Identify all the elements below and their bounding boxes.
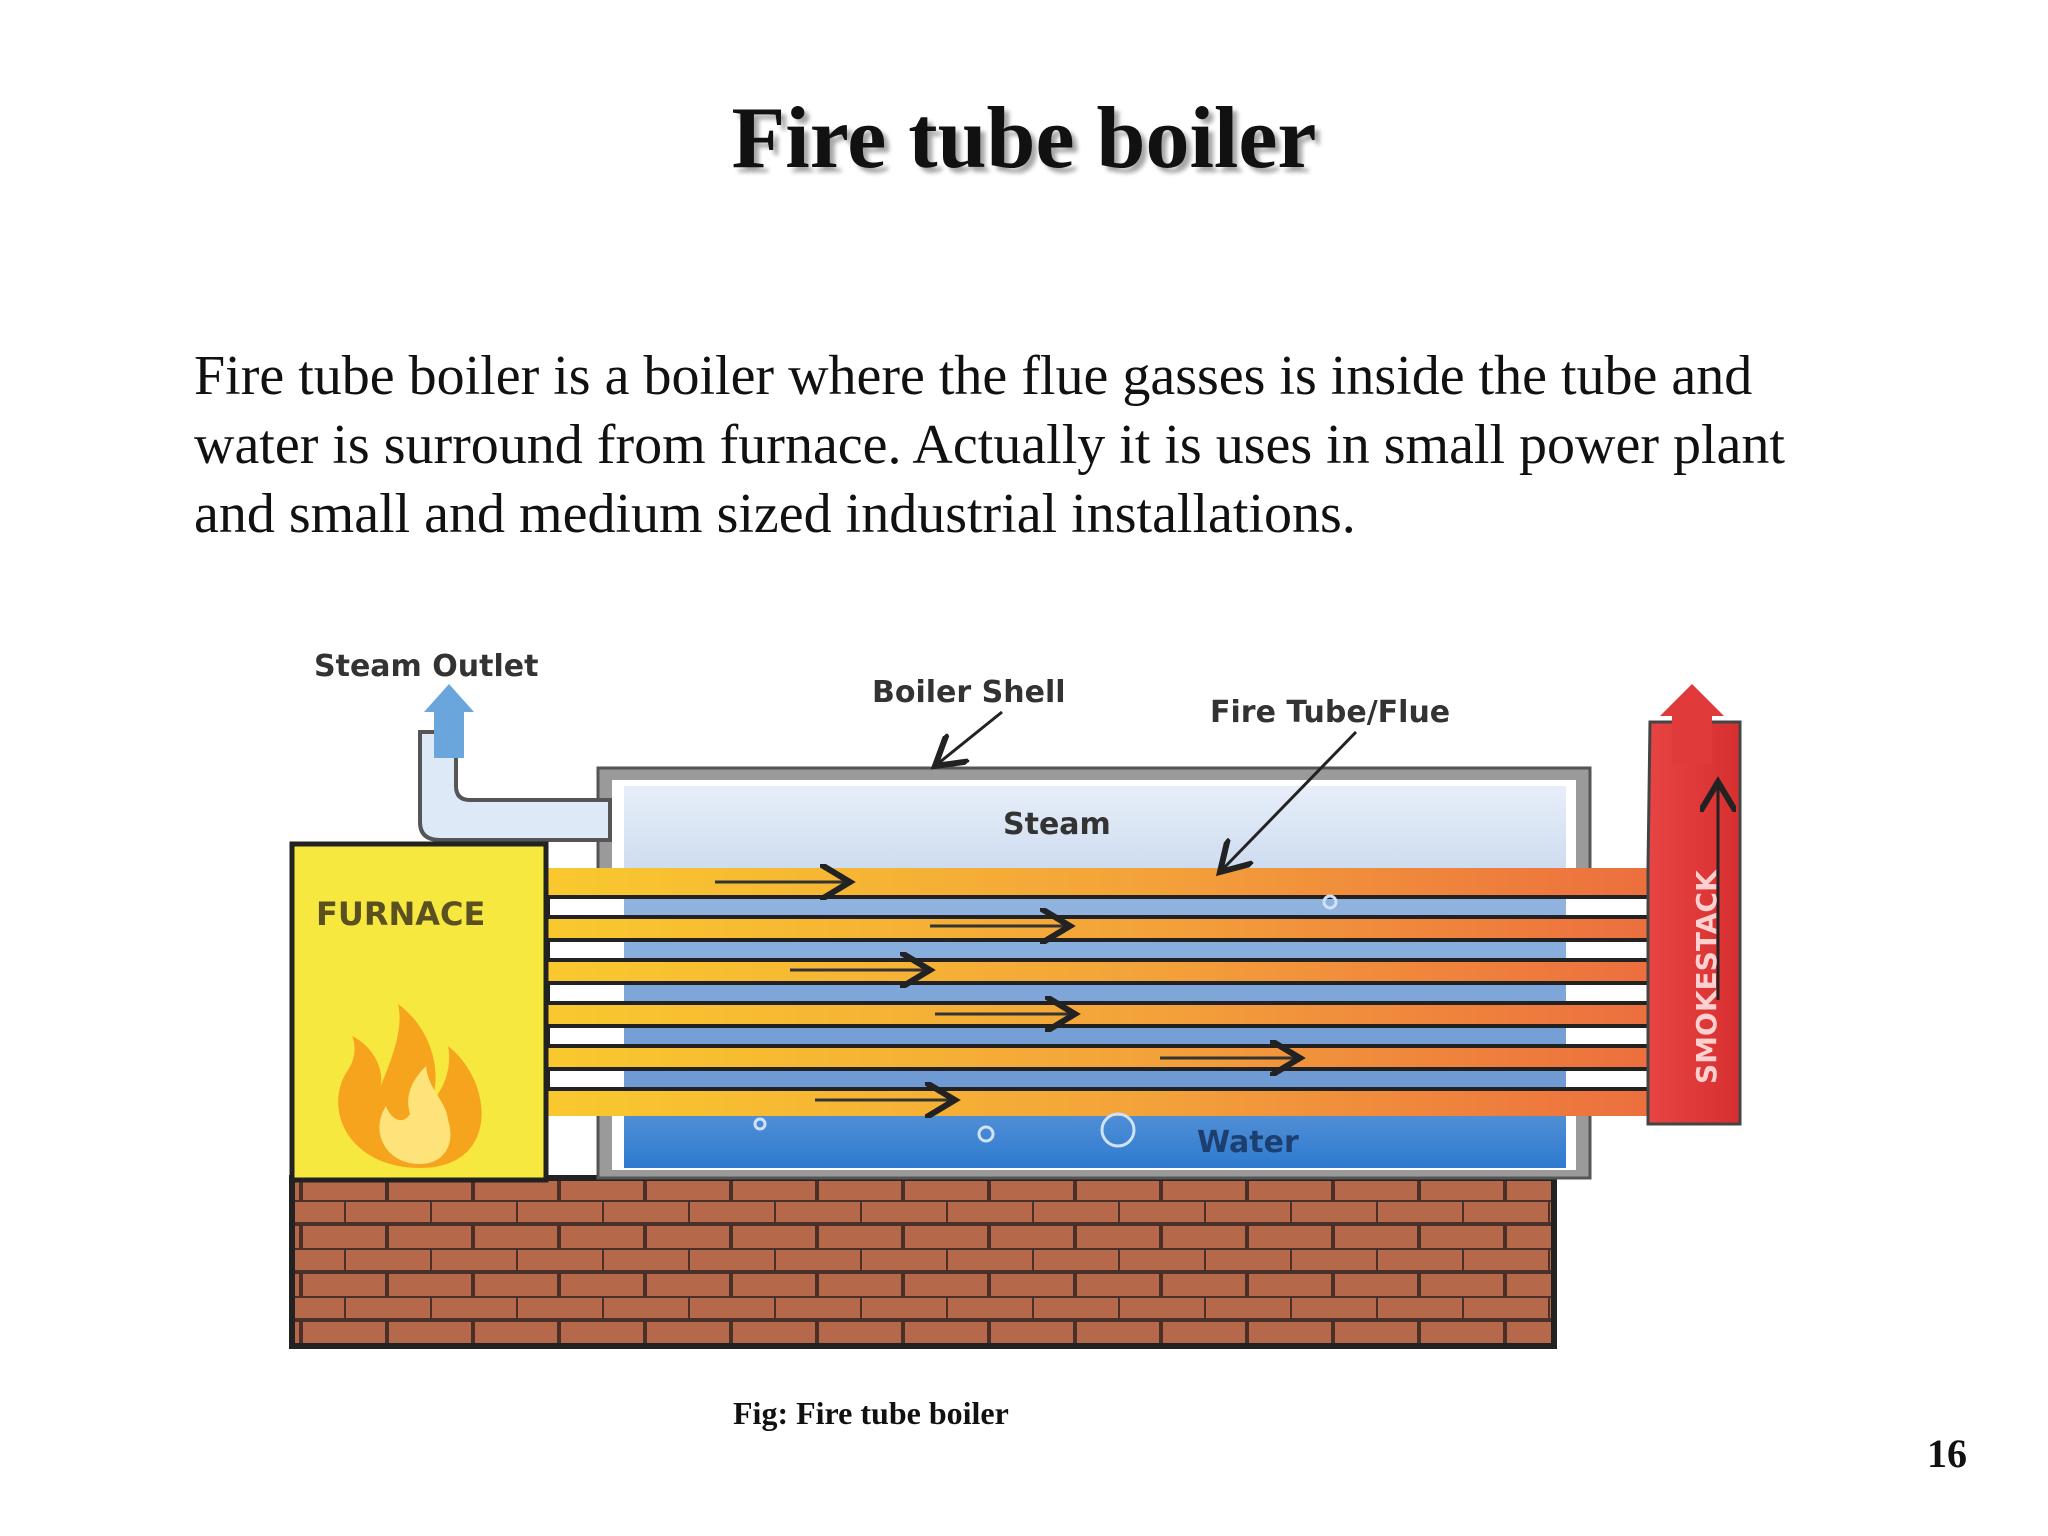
water-bubbles bbox=[753, 894, 1338, 1148]
body-line: and small and medium sized industrial in… bbox=[194, 483, 1356, 545]
boiler-shell-pointer bbox=[935, 710, 1003, 766]
steam-label: Steam bbox=[1003, 807, 1111, 842]
slide-body: Fire tube boiler is a boiler where the f… bbox=[194, 342, 1894, 549]
flue-tubes bbox=[540, 868, 1656, 1116]
figure-caption: Fig: Fire tube boiler bbox=[733, 1395, 1009, 1431]
body-line: water is surround from furnace. Actually… bbox=[194, 414, 1785, 476]
steam-outlet-label: Steam Outlet bbox=[314, 649, 538, 684]
smokestack-label: SMOKESTACK bbox=[1690, 869, 1723, 1084]
slide-title: Fire tube boiler bbox=[731, 90, 1317, 187]
smokestack: SMOKESTACK bbox=[1646, 684, 1742, 1126]
boiler-shell-label: Boiler Shell bbox=[872, 675, 1066, 710]
furnace-label: FURNACE bbox=[316, 895, 485, 933]
brick-foundation bbox=[289, 1175, 1557, 1349]
fire-tube-label: Fire Tube/Flue bbox=[1210, 695, 1450, 730]
water-label: Water bbox=[1197, 1125, 1299, 1160]
furnace: FURNACE bbox=[289, 841, 549, 1183]
body-line: Fire tube boiler is a boiler where the f… bbox=[194, 345, 1753, 407]
flame-icon bbox=[338, 1004, 482, 1168]
page-number: 16 bbox=[1927, 1431, 1967, 1476]
steam-outlet-pipe bbox=[418, 684, 612, 842]
fire-tube-pointer bbox=[1220, 730, 1358, 872]
